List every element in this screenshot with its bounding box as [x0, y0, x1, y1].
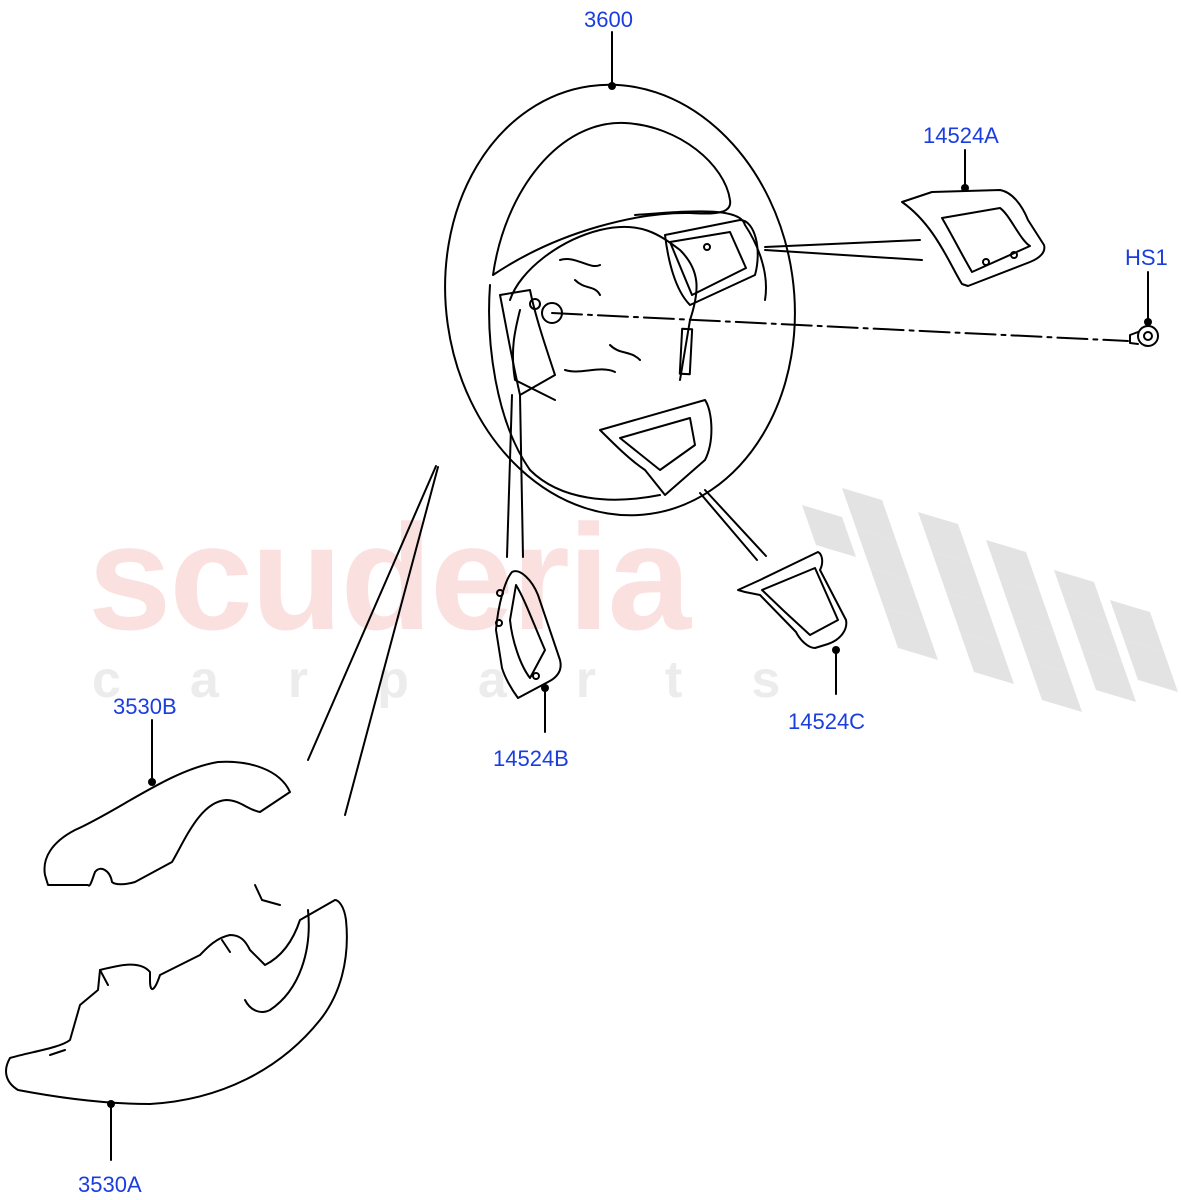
callout-3530a[interactable]: 3530A	[78, 1172, 142, 1197]
watermark-scuderia: scuderia	[88, 493, 691, 661]
steering-wheel	[444, 83, 796, 517]
part-3530a-lower-shroud	[5, 884, 348, 1105]
part-14524b	[495, 570, 562, 699]
part-3530b-upper-shroud	[43, 760, 291, 887]
leader-dots	[107, 82, 1152, 1108]
callout-3530b[interactable]: 3530B	[113, 694, 177, 719]
callout-14524a[interactable]: 14524A	[923, 123, 999, 148]
part-hs1-bolt	[1129, 325, 1159, 347]
callout-hs1[interactable]: HS1	[1125, 245, 1168, 270]
checker-flag-watermark	[802, 488, 1178, 712]
part-14524a	[901, 189, 1046, 287]
callout-14524c[interactable]: 14524C	[788, 709, 866, 734]
part-14524c	[737, 551, 848, 649]
callout-3600[interactable]: 3600	[584, 7, 633, 32]
watermark-carparts: carparts	[92, 651, 850, 709]
callout-14524b[interactable]: 14524B	[493, 746, 569, 771]
